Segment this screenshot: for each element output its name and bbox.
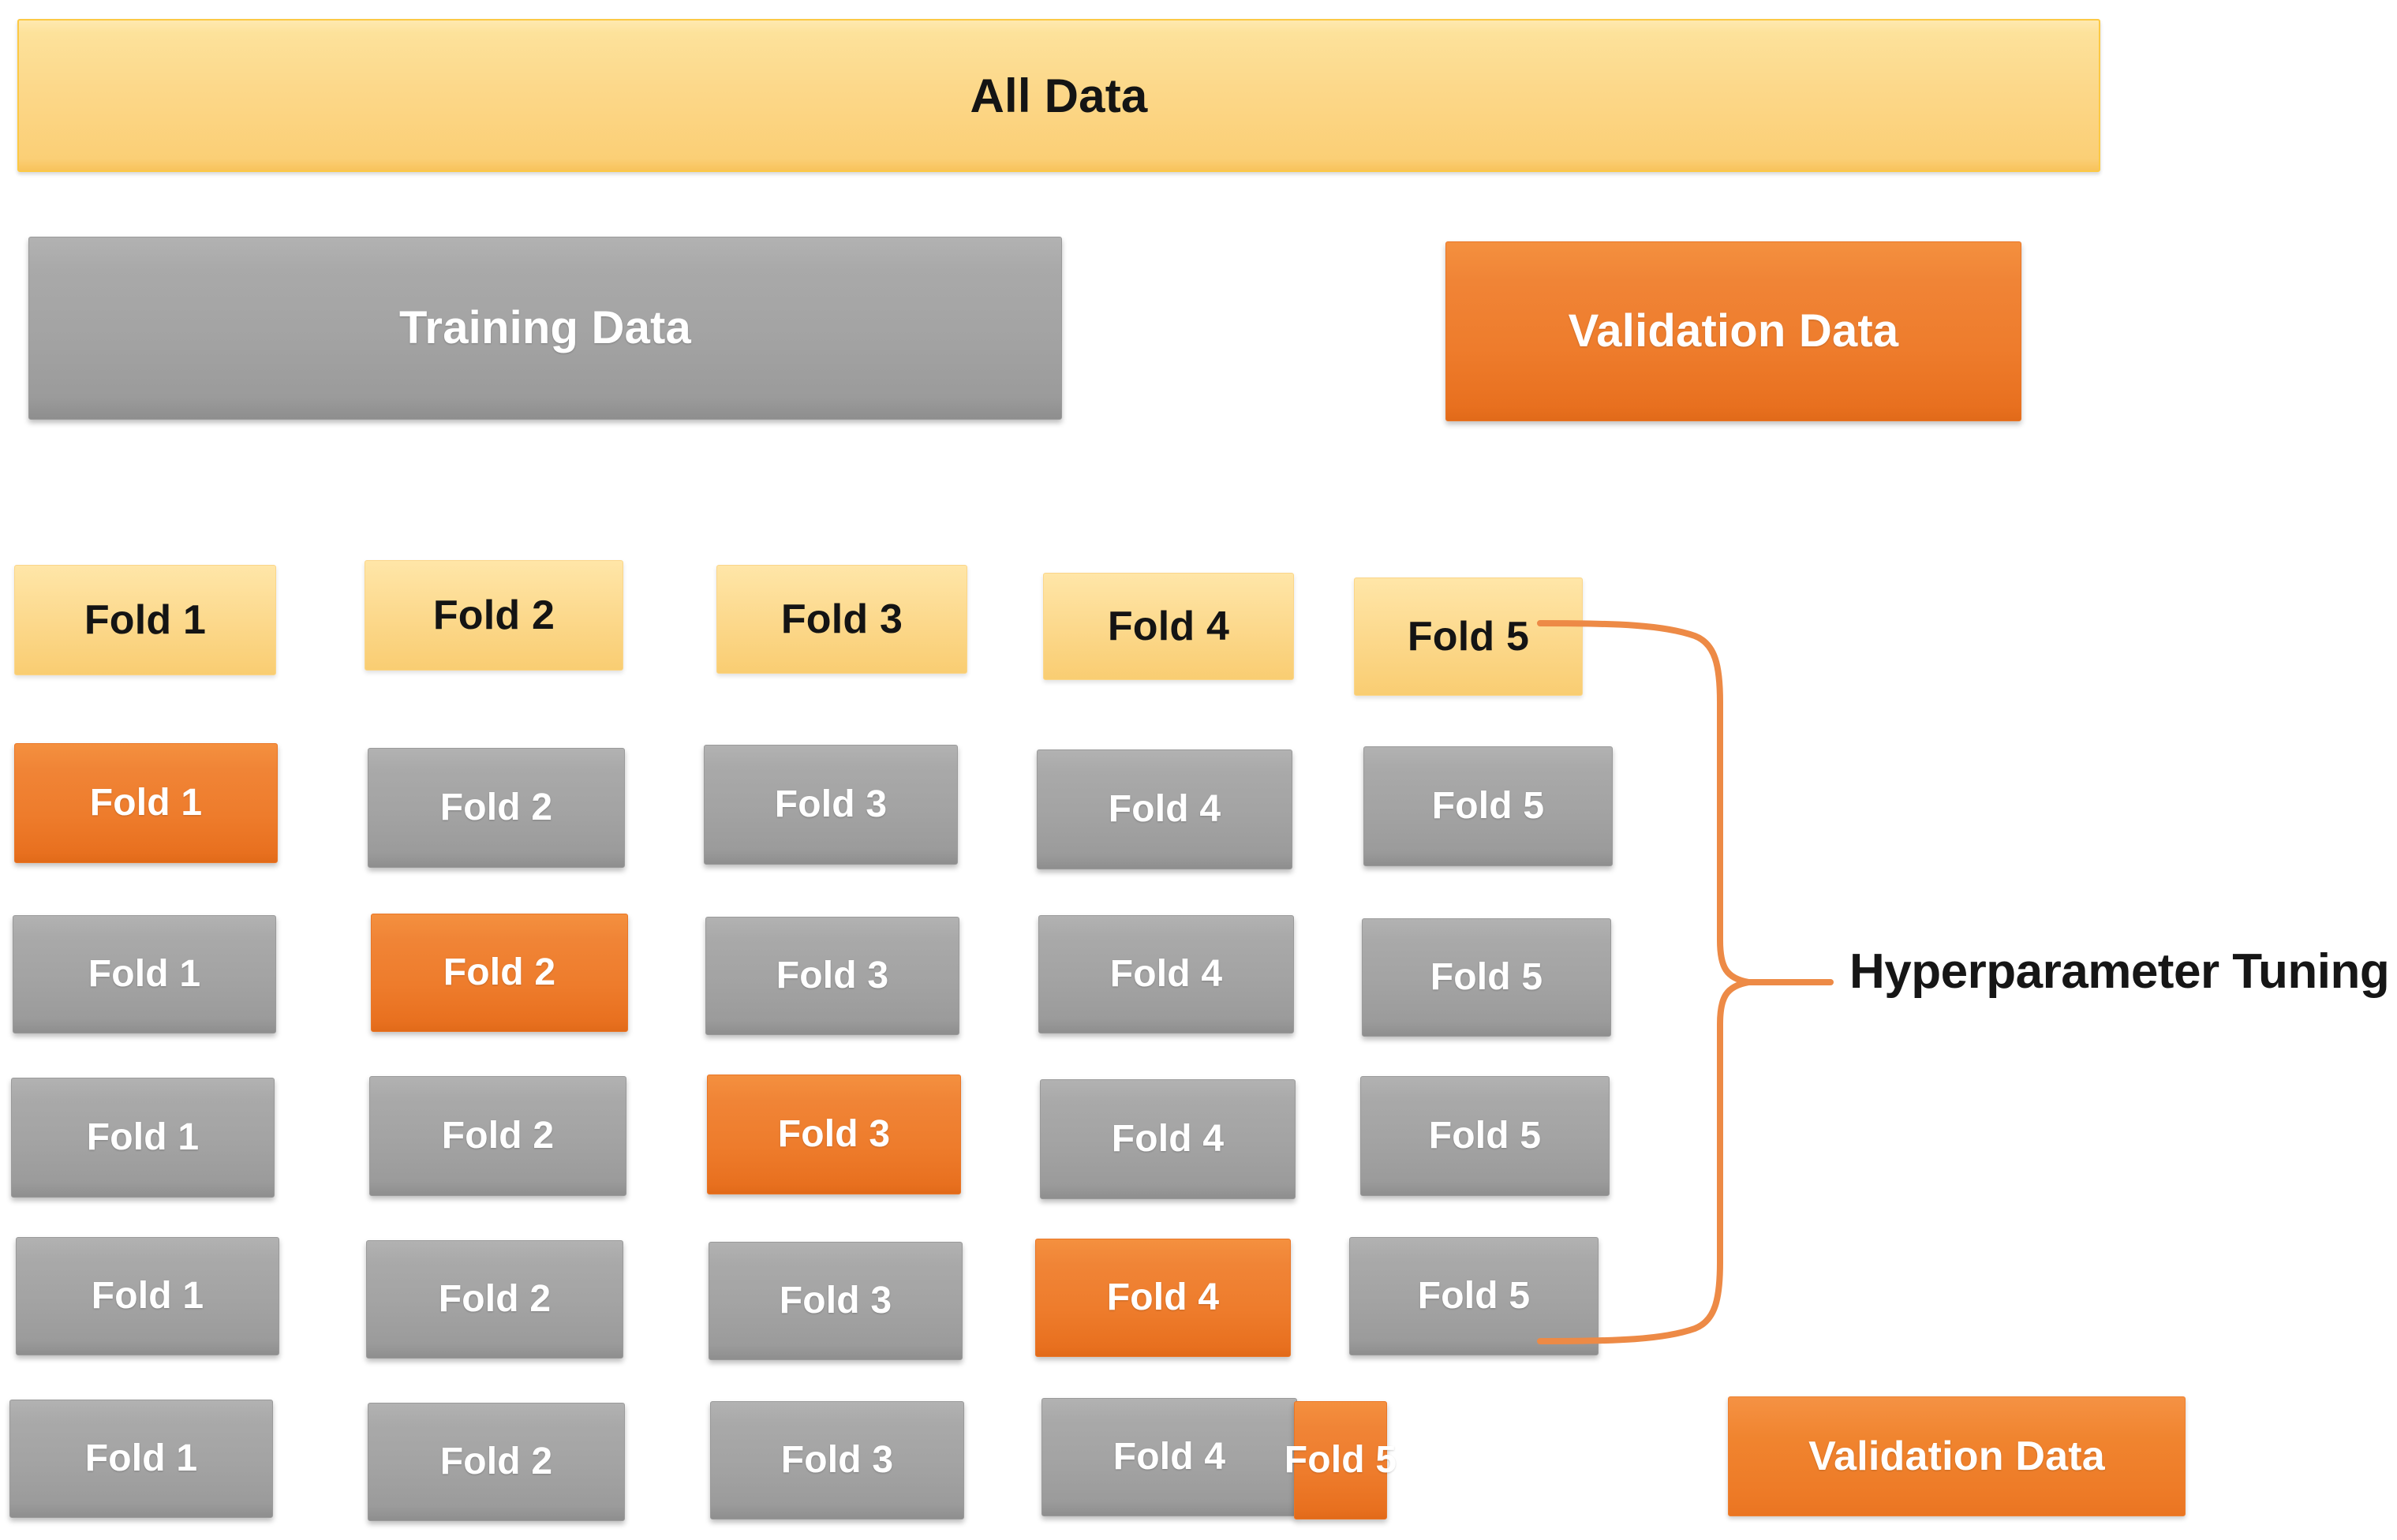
fold-cell-r3-c4: Fold 4 xyxy=(1040,1079,1296,1199)
fold-cell-r1-c2: Fold 2 xyxy=(368,748,625,868)
fold-cell-r1-c3: Fold 3 xyxy=(704,745,958,865)
fold-header-4: Fold 4 xyxy=(1043,573,1294,680)
fold-header-3: Fold 3 xyxy=(716,565,967,674)
fold-cell-r4-c1: Fold 1 xyxy=(16,1237,279,1355)
fold-cell-r3-c5: Fold 5 xyxy=(1360,1076,1610,1196)
training-data-block: Training Data xyxy=(28,237,1062,420)
fold-cell-r1-c1: Fold 1 xyxy=(14,743,278,863)
fold-cell-r5-c3: Fold 3 xyxy=(710,1401,964,1519)
fold-cell-r3-c1: Fold 1 xyxy=(11,1078,275,1198)
fold-cell-r3-c3: Fold 3 xyxy=(707,1075,961,1194)
fold-cell-r2-c4: Fold 4 xyxy=(1038,915,1294,1034)
fold-cell-r4-c3: Fold 3 xyxy=(709,1242,963,1360)
fold-header-1: Fold 1 xyxy=(14,565,276,675)
fold-cell-r5-c5: Fold 5 xyxy=(1285,1401,1397,1519)
fold-header-2: Fold 2 xyxy=(365,560,623,671)
fold-cell-r4-c4: Fold 4 xyxy=(1035,1239,1291,1357)
fold-cell-r3-c2: Fold 2 xyxy=(369,1076,626,1196)
fold-cell-r4-c2: Fold 2 xyxy=(366,1240,623,1359)
fold-cell-r2-c1: Fold 1 xyxy=(13,915,276,1034)
fold-cell-r1-c5: Fold 5 xyxy=(1363,746,1613,866)
fold-cell-r1-c4: Fold 4 xyxy=(1037,749,1292,869)
fold-cell-r2-c2: Fold 2 xyxy=(371,914,628,1032)
fold-cell-r2-c3: Fold 3 xyxy=(705,917,959,1035)
fold-header-5: Fold 5 xyxy=(1354,578,1583,696)
fold-cell-r5-c4: Fold 4 xyxy=(1041,1398,1297,1516)
validation-data-block: Validation Data xyxy=(1445,241,2021,421)
fold-cell-r5-c1: Fold 1 xyxy=(9,1400,273,1518)
validation-data-bottom-block: Validation Data xyxy=(1728,1396,2186,1516)
fold-cell-r2-c5: Fold 5 xyxy=(1362,918,1611,1037)
fold-cell-r5-c2: Fold 2 xyxy=(368,1403,625,1521)
all-data-block: All Data xyxy=(17,19,2100,172)
fold-cell-r4-c5: Fold 5 xyxy=(1349,1237,1599,1355)
hyperparameter-tuning-label: Hyperparameter Tuning xyxy=(1849,944,2390,999)
